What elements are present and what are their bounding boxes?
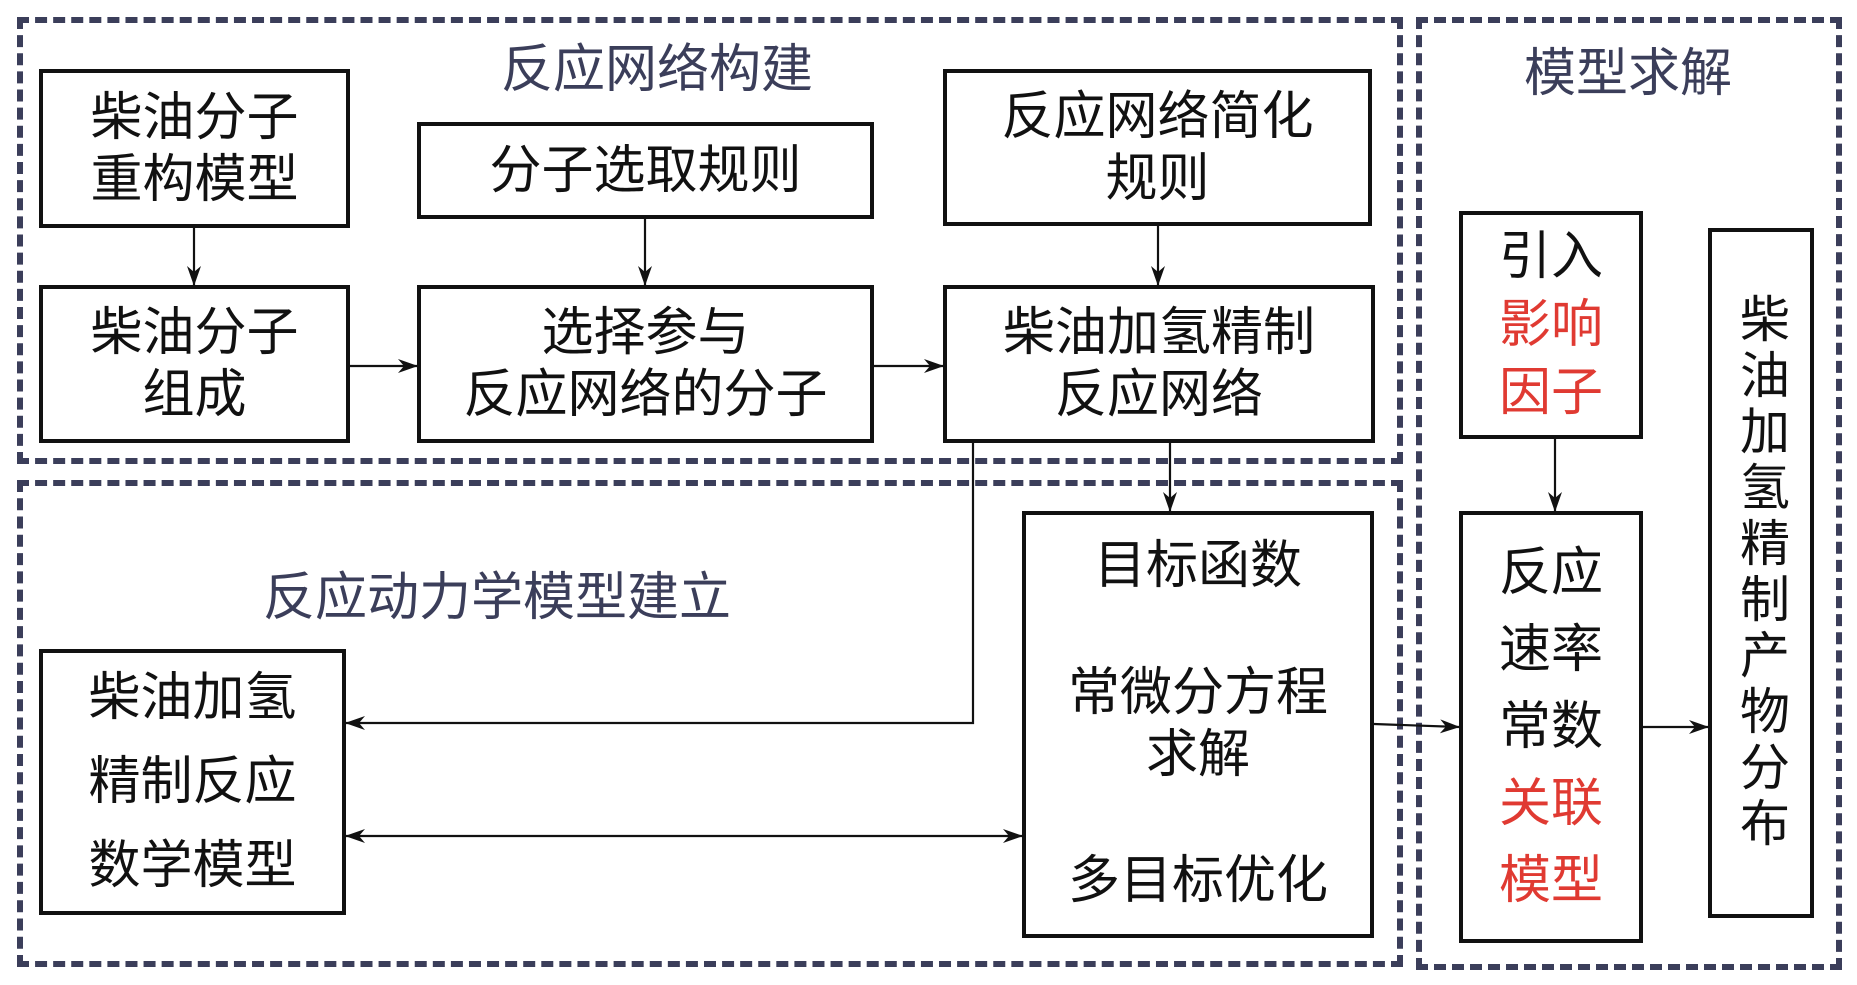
node-line: 精制反应 [88, 752, 297, 812]
node-composition: 柴油分子 组成 [39, 285, 350, 443]
section-title-kinetic-model: 反应动力学模型建立 [262, 568, 732, 628]
node-line-multiobjective: 多目标优化 [1067, 851, 1328, 911]
node-line-highlight: 影响 [1498, 295, 1603, 355]
node-line-highlight: 模型 [1498, 850, 1603, 911]
node-line-ode: 常微分方程 [1067, 662, 1328, 723]
node-line-solve: 求解 [1145, 724, 1250, 785]
node-line: 组成 [142, 365, 247, 425]
node-line: 柴油加氢 [88, 668, 297, 728]
node-line: 反应网络 [1054, 365, 1263, 425]
section-model-solving-frame [1416, 17, 1842, 970]
node-rate-constants: 反应 速率 常数 关联 模型 [1459, 511, 1643, 943]
node-line: 柴油分子 [90, 303, 299, 363]
node-line-objective: 目标函数 [1093, 536, 1302, 596]
node-reaction-network: 柴油加氢精制 反应网络 [943, 285, 1375, 443]
node-simplification-rules: 反应网络简化 规则 [943, 69, 1372, 226]
node-line: 分子选取规则 [489, 140, 802, 201]
node-line: 反应网络的分子 [463, 365, 828, 425]
node-solver: 目标函数 常微分方程 求解 多目标优化 [1022, 511, 1374, 938]
node-math-model: 柴油加氢 精制反应 数学模型 [39, 649, 346, 915]
node-line: 常数 [1498, 696, 1603, 757]
node-line: 选择参与 [541, 303, 750, 363]
node-influence-factors: 引入 影响 因子 [1459, 211, 1643, 439]
node-line: 柴油加氢精制 [1002, 303, 1315, 363]
node-vertical-text: 柴油加氢精制产物分布 [1732, 293, 1790, 853]
node-line: 数学模型 [88, 836, 297, 896]
node-line: 速率 [1498, 619, 1603, 680]
node-line-highlight: 因子 [1498, 363, 1603, 423]
node-selected-molecules: 选择参与 反应网络的分子 [417, 285, 874, 443]
node-selection-rules: 分子选取规则 [417, 122, 874, 219]
node-line: 柴油分子 [90, 87, 299, 148]
node-product-distribution: 柴油加氢精制产物分布 [1708, 228, 1814, 918]
node-line-highlight: 关联 [1498, 773, 1603, 834]
node-line: 反应 [1498, 542, 1603, 603]
node-line: 规则 [1105, 148, 1210, 209]
section-title-network-construction: 反应网络构建 [500, 40, 814, 100]
node-reconstruction-model: 柴油分子 重构模型 [39, 69, 350, 228]
node-line: 引入 [1498, 227, 1603, 287]
node-line: 重构模型 [90, 149, 299, 210]
node-line: 反应网络简化 [1001, 86, 1314, 147]
section-title-model-solving: 模型求解 [1523, 44, 1733, 104]
